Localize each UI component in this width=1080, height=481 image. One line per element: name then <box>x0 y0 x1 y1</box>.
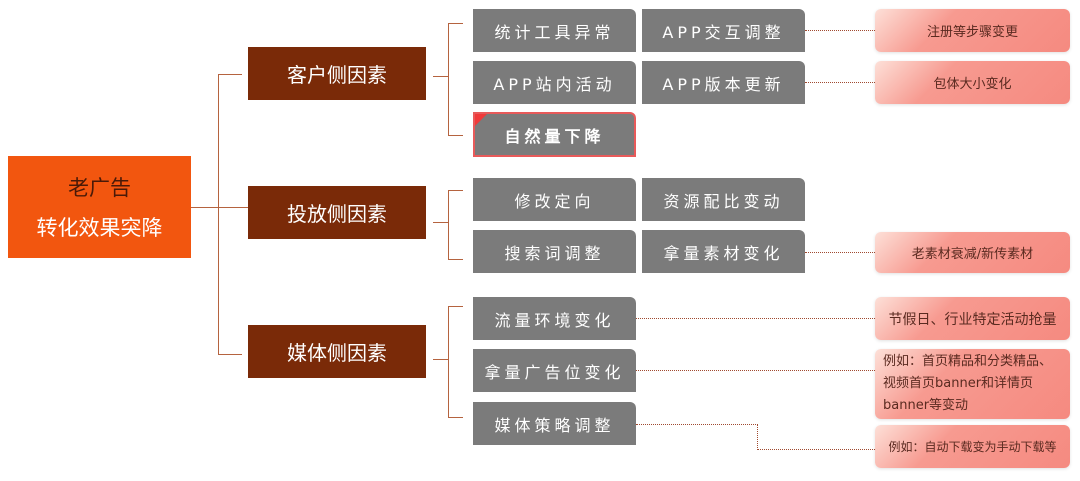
dotted-connector <box>757 424 758 450</box>
connector <box>448 259 463 260</box>
dotted-connector <box>805 30 875 31</box>
note-download-example: 例如：自动下载变为手动下载等 <box>875 425 1070 468</box>
connector <box>448 23 463 24</box>
item-app-interaction: APP交互调整 <box>642 9 805 52</box>
category-customer: 客户侧因素 <box>248 47 426 100</box>
category-delivery: 投放侧因素 <box>248 186 426 239</box>
dotted-connector <box>636 370 875 371</box>
connector <box>191 207 218 208</box>
connector <box>218 207 248 208</box>
item-ad-slot: 拿量广告位变化 <box>473 349 636 392</box>
root-node: 老广告 转化效果突降 <box>8 156 191 258</box>
dotted-connector <box>636 424 758 425</box>
item-organic-decline: 自然量下降 <box>473 112 636 157</box>
note-holiday: 节假日、行业特定活动抢量 <box>875 297 1070 340</box>
connector <box>218 354 242 355</box>
connector <box>448 190 449 260</box>
item-stat-tool: 统计工具异常 <box>473 9 636 52</box>
item-targeting: 修改定向 <box>473 178 636 221</box>
item-app-version: APP版本更新 <box>642 61 805 104</box>
connector <box>433 76 448 77</box>
category-media: 媒体侧因素 <box>248 325 426 378</box>
note-creative-decay: 老素材衰减/新传素材 <box>875 232 1070 273</box>
note-ad-slot-example: 例如：首页精品和分类精品、视频首页banner和详情页banner等变动 <box>875 349 1070 419</box>
connector <box>448 306 449 417</box>
connector <box>448 306 463 307</box>
connector <box>448 417 463 418</box>
root-title: 老广告 <box>68 176 131 200</box>
connector <box>433 359 448 360</box>
dotted-connector <box>805 82 875 83</box>
root-subtitle: 转化效果突降 <box>36 216 163 240</box>
note-registration: 注册等步骤变更 <box>875 9 1070 52</box>
connector <box>448 23 449 135</box>
connector <box>448 190 463 191</box>
connector <box>218 74 219 355</box>
item-traffic-env: 流量环境变化 <box>473 297 636 340</box>
item-app-activity: APP站内活动 <box>473 61 636 104</box>
note-package-size: 包体大小变化 <box>875 61 1070 104</box>
dotted-connector <box>636 318 875 319</box>
connector <box>448 135 463 136</box>
item-creative-change: 拿量素材变化 <box>642 230 805 273</box>
item-resource-ratio: 资源配比变动 <box>642 178 805 221</box>
item-search-terms: 搜索词调整 <box>473 230 636 273</box>
connector <box>218 74 242 75</box>
dotted-connector <box>757 449 875 450</box>
connector <box>433 222 448 223</box>
item-media-strategy: 媒体策略调整 <box>473 402 636 445</box>
dotted-connector <box>805 252 875 253</box>
